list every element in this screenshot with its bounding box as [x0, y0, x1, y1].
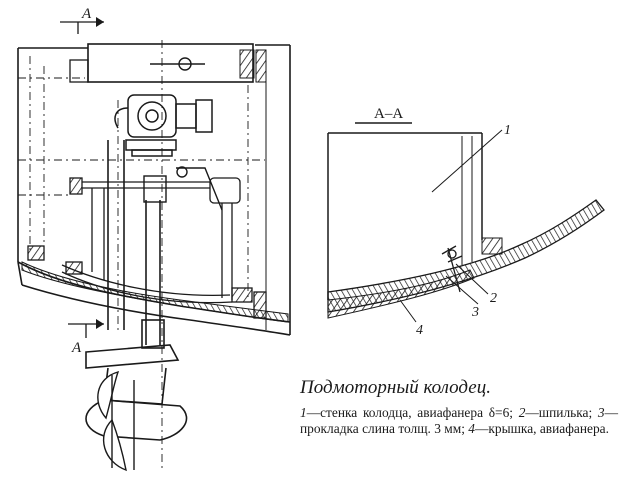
callout-2: 2: [490, 291, 497, 306]
side-view: А А: [17, 6, 291, 472]
caption-title: Подмоторный колодец.: [300, 377, 491, 398]
section-mark-top: А: [81, 6, 92, 22]
section-title: А–А: [374, 106, 403, 122]
callout-4: 4: [416, 323, 423, 338]
stud: [441, 245, 463, 293]
clamp-assembly: [114, 94, 213, 157]
legend-text-4: —крышка, авиафанера.: [475, 420, 609, 436]
cover-layer: [327, 269, 475, 319]
legend-num-1: 1: [300, 405, 307, 420]
legend-text-3: —прокладка слина толщ. 3 мм;: [300, 405, 618, 436]
motor-leg: [85, 140, 188, 441]
caption-legend: 1—стенка колодца, авиафанера δ=6; 2—шпил…: [300, 405, 618, 436]
legend-num-3: 3: [597, 405, 605, 420]
motor-bracket: [69, 43, 267, 83]
legend-num-4: 4: [468, 420, 475, 436]
steering-arm: [143, 166, 223, 211]
legend-num-2: 2: [518, 405, 526, 420]
callout-1: 1: [504, 123, 511, 138]
section-cut-bottom: А: [68, 319, 104, 356]
section-cut-top: А: [60, 6, 104, 34]
well-walls: [27, 177, 267, 319]
propeller: [97, 370, 135, 472]
section-view: А–А 1 2 3 4: [327, 106, 605, 338]
callout-3: 3: [471, 305, 479, 320]
centre-lines: [18, 40, 265, 470]
legend-text-2: —шпилька;: [525, 405, 598, 420]
section-mark-bottom: А: [71, 340, 82, 356]
well-wall-panel: [327, 132, 483, 300]
legend-text-1: —стенка колодца, авиафанера δ=6;: [306, 405, 519, 420]
stud-block: [481, 237, 503, 255]
leader-lines: [399, 129, 503, 323]
